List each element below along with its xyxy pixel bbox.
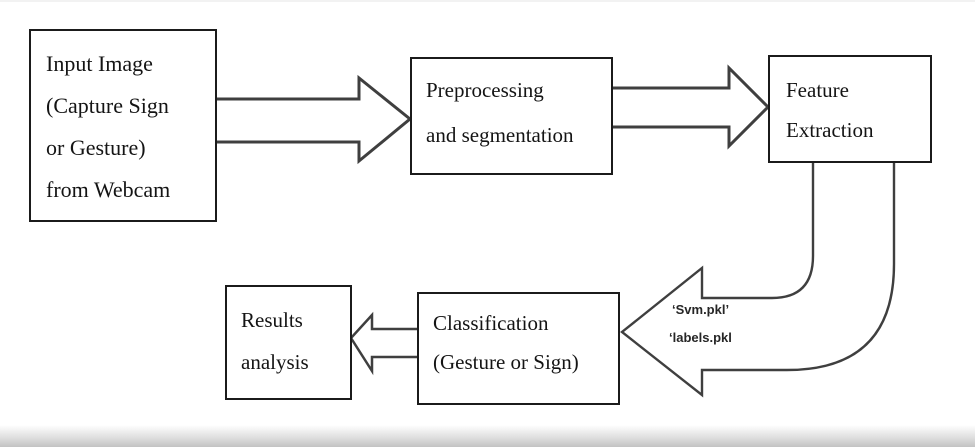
box-input-image: Input Image (Capture Sign or Gesture) fr… xyxy=(29,29,217,222)
box-preprocessing-line-2: and segmentation xyxy=(426,123,574,147)
box-feature-extraction: Feature Extraction xyxy=(768,55,932,163)
box-input-line-3: or Gesture) xyxy=(46,135,146,160)
box-input-line-1: Input Image xyxy=(46,51,153,76)
arrow-classification-to-results xyxy=(349,311,417,376)
arrow-preprocessing-to-feature xyxy=(613,64,771,150)
box-results-line-1: Results xyxy=(241,308,303,332)
box-results-line-2: analysis xyxy=(241,350,309,374)
box-preprocessing-line-1: Preprocessing xyxy=(426,78,544,102)
box-preprocessing: Preprocessing and segmentation xyxy=(410,57,613,175)
box-input-line-4: from Webcam xyxy=(46,177,171,202)
label-labels-pkl: ‘labels.pkl xyxy=(669,330,732,345)
label-svm-pkl: ‘Svm.pkl’ xyxy=(672,302,730,317)
box-results-analysis: Results analysis xyxy=(225,285,352,400)
arrow-input-to-preprocessing xyxy=(217,74,413,165)
box-classification: Classification (Gesture or Sign) xyxy=(417,292,620,405)
box-feature-line-1: Feature xyxy=(786,78,849,102)
box-classification-line-1: Classification xyxy=(433,311,549,335)
arrow-feature-to-classification-curved xyxy=(620,163,896,398)
box-feature-line-2: Extraction xyxy=(786,118,874,142)
box-classification-line-2: (Gesture or Sign) xyxy=(433,350,579,374)
box-input-line-2: (Capture Sign xyxy=(46,93,169,118)
